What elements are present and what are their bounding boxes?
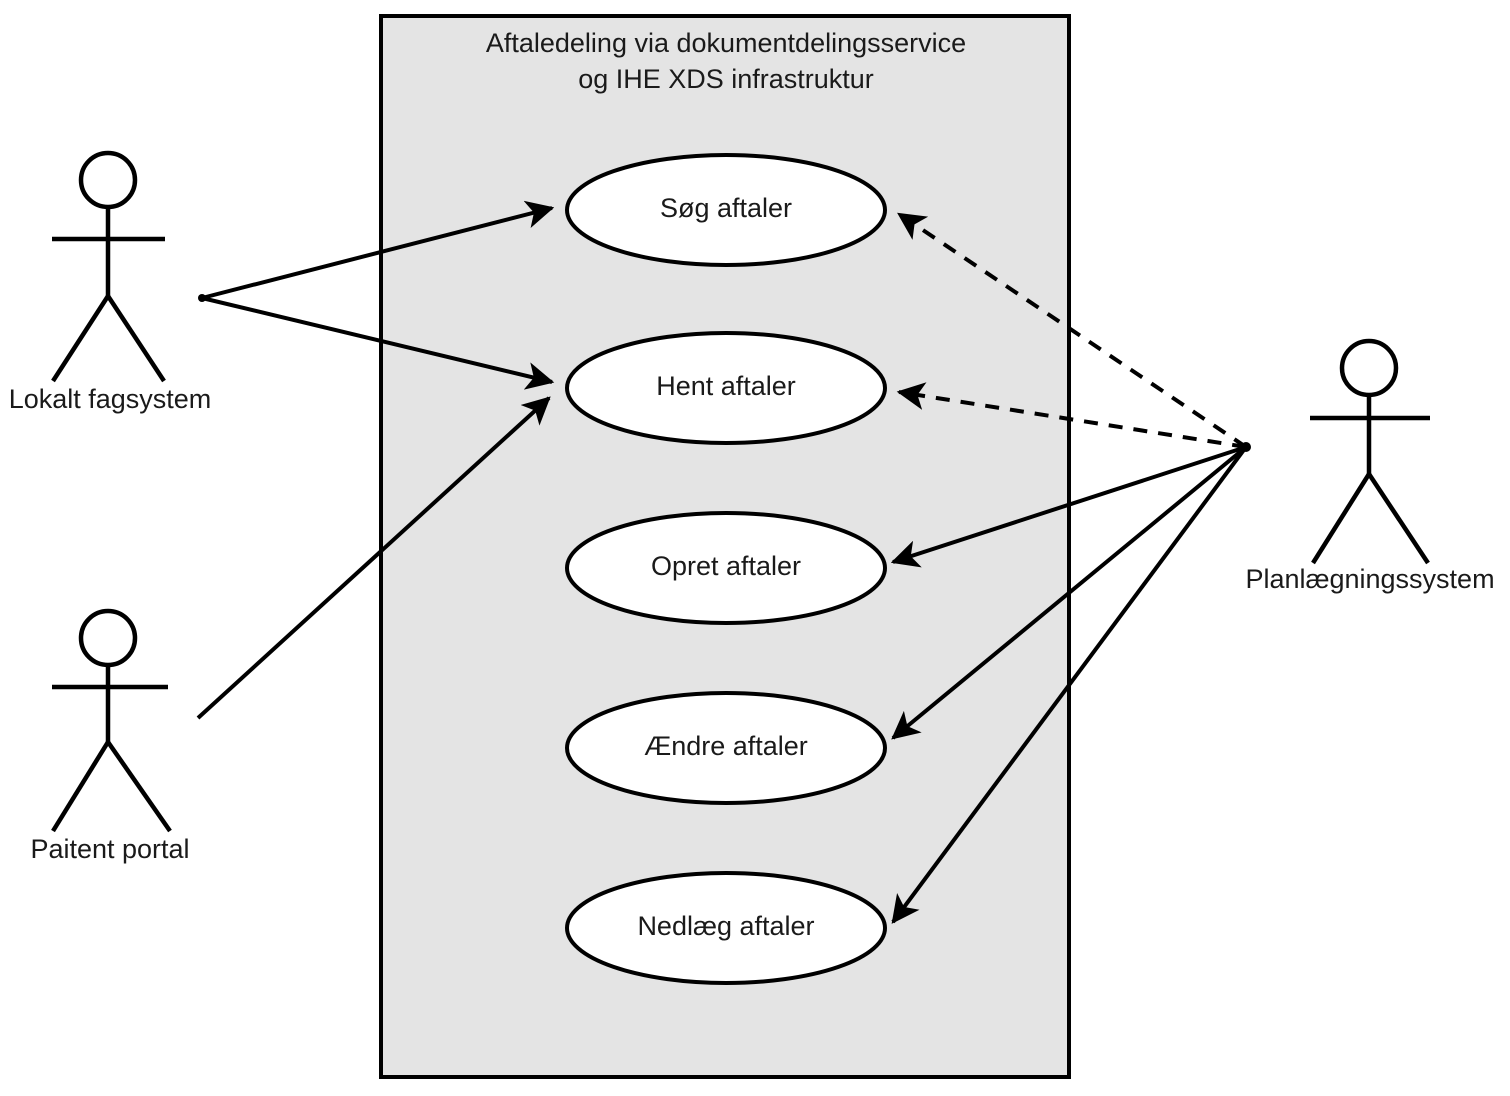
use-case-aendre-aftaler[interactable]: Ændre aftaler [565, 691, 887, 805]
use-case-aendre-aftaler-ellipse[interactable] [565, 691, 887, 805]
actor-paitent-portal[interactable]: Paitent portal [30, 608, 190, 864]
use-case-opret-aftaler[interactable]: Opret aftaler [565, 511, 887, 625]
use-case-opret-aftaler-ellipse[interactable] [565, 511, 887, 625]
assoc-planlaegningssystem-to-aendre [891, 445, 1248, 740]
actors: Lokalt fagsystem Paitent portal Planlægn… [9, 150, 1495, 864]
use-case-nedlaeg-aftaler[interactable]: Nedlæg aftaler [565, 871, 887, 985]
planlaegningssystem-line-hub [1241, 442, 1251, 452]
lokalt-fagsystem-line-hub [198, 294, 206, 302]
assoc-planlaegningssystem-to-hent [896, 382, 1247, 449]
assoc-planlaegningssystem-to-opret [890, 445, 1247, 568]
actor-planlaegningssystem[interactable]: Planlægningssystem [1245, 338, 1495, 594]
assoc-planlaegningssystem-to-soeg [897, 212, 1248, 449]
use-case-soeg-aftaler-label: Søg aftaler [660, 193, 792, 223]
actor-lokalt-fagsystem-leg-left [51, 294, 110, 383]
use-case-hent-aftaler-label: Hent aftaler [656, 371, 796, 401]
actor-lokalt-fagsystem-leg-right [106, 294, 166, 383]
use-case-hent-aftaler[interactable]: Hent aftaler [565, 331, 887, 445]
use-case-soeg-aftaler-ellipse[interactable] [565, 153, 887, 267]
actor-planlaegningssystem-head-icon [1339, 338, 1399, 398]
use-case-hent-aftaler-ellipse[interactable] [565, 331, 887, 445]
actor-planlaegningssystem-leg-left [1311, 472, 1371, 565]
actor-planlaegningssystem-label: Planlægningssystem [1245, 564, 1494, 594]
assoc-planlaegningssystem-to-nedlaeg [891, 445, 1248, 924]
system-boundary-title-line2: og IHE XDS infrastruktur [578, 64, 874, 94]
assoc-lokalt-fagsystem-to-soeg [201, 200, 555, 300]
assoc-paitent-portal-to-hent [196, 396, 551, 720]
use-case-nedlaeg-aftaler-ellipse[interactable] [565, 871, 887, 985]
use-case-opret-aftaler-label: Opret aftaler [651, 551, 801, 581]
assoc-lokalt-fagsystem-to-hent [201, 296, 555, 390]
system-boundary-title-line1: Aftaledeling via dokumentdelingsservice [486, 28, 966, 58]
actor-lokalt-fagsystem[interactable]: Lokalt fagsystem [9, 150, 212, 414]
actor-paitent-portal-label: Paitent portal [30, 834, 189, 864]
actor-lokalt-fagsystem-head-icon [78, 150, 138, 210]
use-case-soeg-aftaler[interactable]: Søg aftaler [565, 153, 887, 267]
use-case-aendre-aftaler-label: Ændre aftaler [644, 731, 808, 761]
actor-planlaegningssystem-leg-right [1367, 472, 1430, 565]
actor-paitent-portal-head-icon [78, 608, 138, 668]
association-lines [196, 200, 1251, 924]
actor-paitent-portal-leg-left [51, 740, 110, 833]
actor-lokalt-fagsystem-label: Lokalt fagsystem [9, 384, 212, 414]
use-case-nedlaeg-aftaler-label: Nedlæg aftaler [637, 911, 814, 941]
use-cases: Søg aftaler Hent aftaler Opret aftaler Æ… [565, 153, 887, 985]
actor-paitent-portal-leg-right [106, 740, 172, 833]
